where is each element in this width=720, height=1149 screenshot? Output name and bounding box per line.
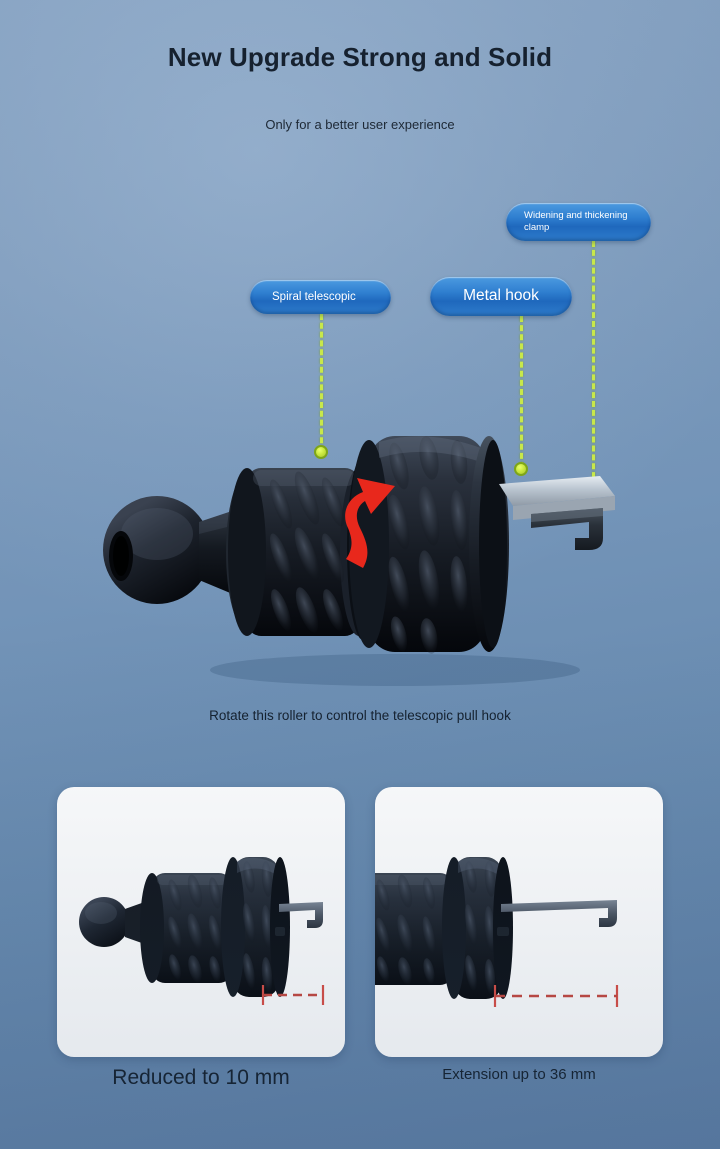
rotation-arrow <box>345 478 395 568</box>
card-extension-caption: Extension up to 36 mm <box>442 1066 596 1083</box>
card-reduced <box>57 787 345 1057</box>
measure-marker-extension <box>493 985 619 1007</box>
callout-spiral-telescopic[interactable]: Spiral telescopic <box>250 280 391 314</box>
callout-label: Metal hook <box>463 287 539 305</box>
measure-marker-reduced <box>261 985 325 1005</box>
callout-label: Spiral telescopic <box>272 290 356 303</box>
page-title: New Upgrade Strong and Solid <box>167 42 553 72</box>
callout-metal-hook[interactable]: Metal hook <box>430 277 572 316</box>
hero-caption: Rotate this roller to control the telesc… <box>209 708 511 723</box>
leader-line-spiral-telescopic <box>320 314 323 452</box>
leader-dot-spiral-telescopic <box>314 445 328 459</box>
leader-line-clamp <box>592 241 595 487</box>
hero-product-image <box>95 418 635 693</box>
card-extension <box>375 787 663 1057</box>
card-reduced-image <box>79 857 325 1005</box>
callout-widening-thickening-clamp[interactable]: Widening and thickening clamp <box>506 203 651 241</box>
leader-dot-metal-hook <box>514 462 528 476</box>
card-extension-image <box>375 857 619 1007</box>
leader-line-metal-hook <box>520 316 523 468</box>
card-reduced-caption: Reduced to 10 mm <box>112 1066 290 1089</box>
callout-label: Widening and thickening clamp <box>524 210 628 233</box>
page-subtitle: Only for a better user experience <box>265 117 455 132</box>
